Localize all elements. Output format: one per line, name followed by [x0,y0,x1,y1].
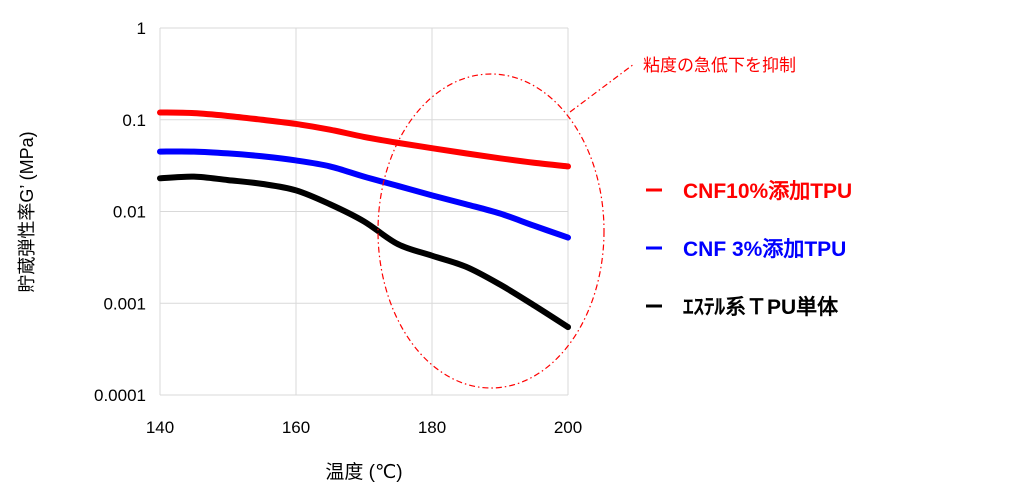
x-axis-label: 温度 (℃) [325,461,402,483]
y-ticks: 1 0.1 0.01 0.001 0.0001 [94,19,146,405]
y-tick-label: 1 [137,19,146,38]
legend: CNF10%添加TPU CNF 3%添加TPU ｴｽﾃﾙ系ＴPU単体 [646,180,852,319]
x-ticks: 140 160 180 200 [146,418,582,437]
y-tick-label: 0.001 [103,294,146,313]
highlight-ellipse [377,73,605,389]
x-tick-label: 160 [282,418,310,437]
legend-label: CNF10%添加TPU [683,180,852,203]
legend-label: CNF 3%添加TPU [683,238,846,261]
x-tick-label: 140 [146,418,174,437]
y-tick-label: 0.01 [113,203,146,222]
legend-label: ｴｽﾃﾙ系ＴPU単体 [683,295,839,319]
x-tick-label: 180 [418,418,446,437]
x-tick-label: 200 [554,418,582,437]
annotation-text: 粘度の急低下を抑制 [643,56,796,75]
annotation-leader [569,63,635,113]
curves [157,109,571,331]
y-tick-label: 0.0001 [94,386,146,405]
series-line-1 [157,148,571,241]
series-line-0 [157,109,571,170]
grid [159,27,569,396]
series-line-2 [157,173,571,331]
y-tick-label: 0.1 [122,111,146,130]
y-axis-label: 貯蔵弾性率G’ (MPa) [17,131,37,292]
